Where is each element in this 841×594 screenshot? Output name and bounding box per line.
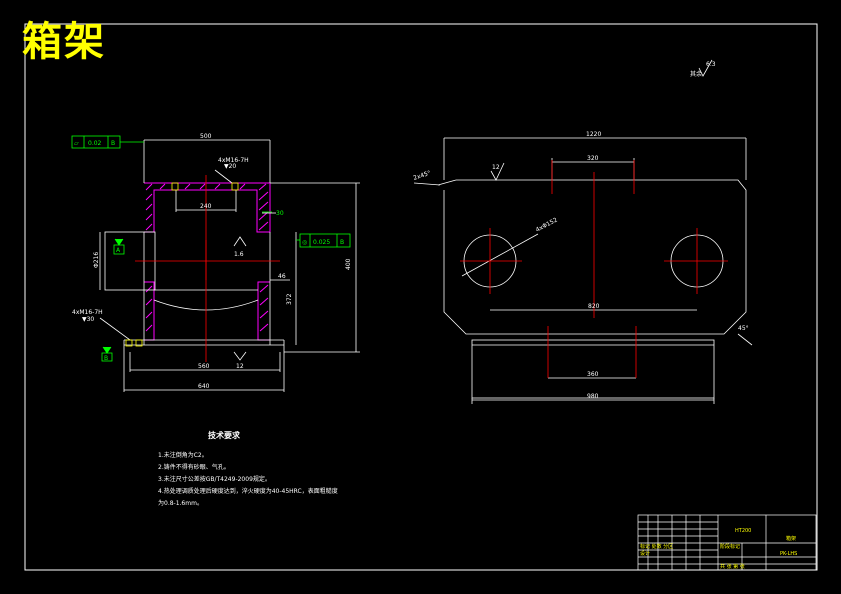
drawing-border — [24, 23, 818, 571]
drawing-title: 箱架 — [22, 18, 106, 65]
left-section-view: 500 240 400 372 560 640 46 Φ216 4xM16-7H… — [71, 133, 360, 392]
note-line-5: 为0.8-1.6mm。 — [158, 500, 203, 507]
dim-plate-width: 1220 — [586, 131, 601, 138]
holes-top-label: 4xM16-7H — [218, 157, 249, 164]
svg-text:阶段标记: 阶段标记 — [720, 543, 740, 550]
svg-text:标记 处数 分区: 标记 处数 分区 — [640, 543, 673, 550]
dim-chamfer-right: 45° — [738, 325, 749, 332]
datum-b: B — [104, 355, 108, 362]
dim-base-inner: 360 — [587, 371, 599, 378]
roughness-2: 12 — [236, 363, 244, 370]
dim-step: 46 — [278, 273, 286, 280]
dim-wall: 30 — [276, 210, 284, 217]
dim-bore: Φ216 — [93, 252, 100, 268]
svg-text:设计: 设计 — [640, 550, 650, 557]
roughness-symbol-main: 其余 6.3 — [690, 59, 716, 78]
tb-name: 箱架 — [786, 535, 796, 542]
dim-chamfer-left: 2x45° — [412, 170, 431, 182]
holes-side-label: 4xM16-7H — [72, 309, 103, 316]
tol-coax-datum: B — [340, 239, 344, 246]
note-line-2: 2.铸件不得有砂眼、气孔。 — [158, 464, 230, 471]
right-front-view: 1220 320 820 360 980 4xΦ152 2x45° 45° 12 — [412, 131, 753, 404]
tol-flat-symbol: ▱ — [74, 140, 79, 147]
dim-slot: 320 — [587, 155, 599, 162]
tb-code: PK-LHS — [780, 551, 797, 557]
dim-centers: 820 — [588, 303, 600, 310]
tb-material: HT200 — [735, 528, 751, 534]
dim-holes: 4xΦ152 — [535, 216, 559, 233]
note-line-3: 3.未注尺寸公差按GB/T4249-2009规定。 — [158, 476, 271, 483]
notes-title: 技术要求 — [208, 431, 240, 440]
dim-base-outer: 980 — [587, 393, 599, 400]
holes-side-depth: ▼30 — [82, 316, 94, 323]
tol-flat-value: 0.02 — [88, 140, 102, 147]
dim-bottom-inner: 560 — [198, 363, 210, 370]
roughness-main-value: 6.3 — [706, 61, 716, 68]
datum-a: A — [116, 247, 121, 254]
tol-flat-datum: B — [111, 140, 115, 147]
dim-height-lower: 372 — [286, 293, 293, 305]
dim-inner-top: 240 — [200, 203, 212, 210]
tol-coax-value: 0.025 — [313, 239, 330, 246]
tol-coax-symbol: ◎ — [302, 239, 307, 246]
dim-bottom-outer: 640 — [198, 383, 210, 390]
title-block — [637, 514, 817, 571]
dim-height-total: 400 — [345, 258, 352, 270]
svg-text:共 张 第 张: 共 张 第 张 — [720, 563, 745, 570]
roughness-1: 1.6 — [234, 251, 244, 258]
right-roughness: 12 — [492, 164, 500, 171]
dim-top-width: 500 — [200, 133, 212, 140]
note-line-1: 1.未注倒角为C2。 — [158, 452, 208, 459]
svg-text:其余: 其余 — [690, 70, 702, 78]
holes-top-depth: ▼20 — [224, 163, 236, 170]
note-line-4: 4.热处理调质处理后硬度达到，淬火硬度为40-45HRC，表面粗糙度 — [158, 488, 338, 495]
